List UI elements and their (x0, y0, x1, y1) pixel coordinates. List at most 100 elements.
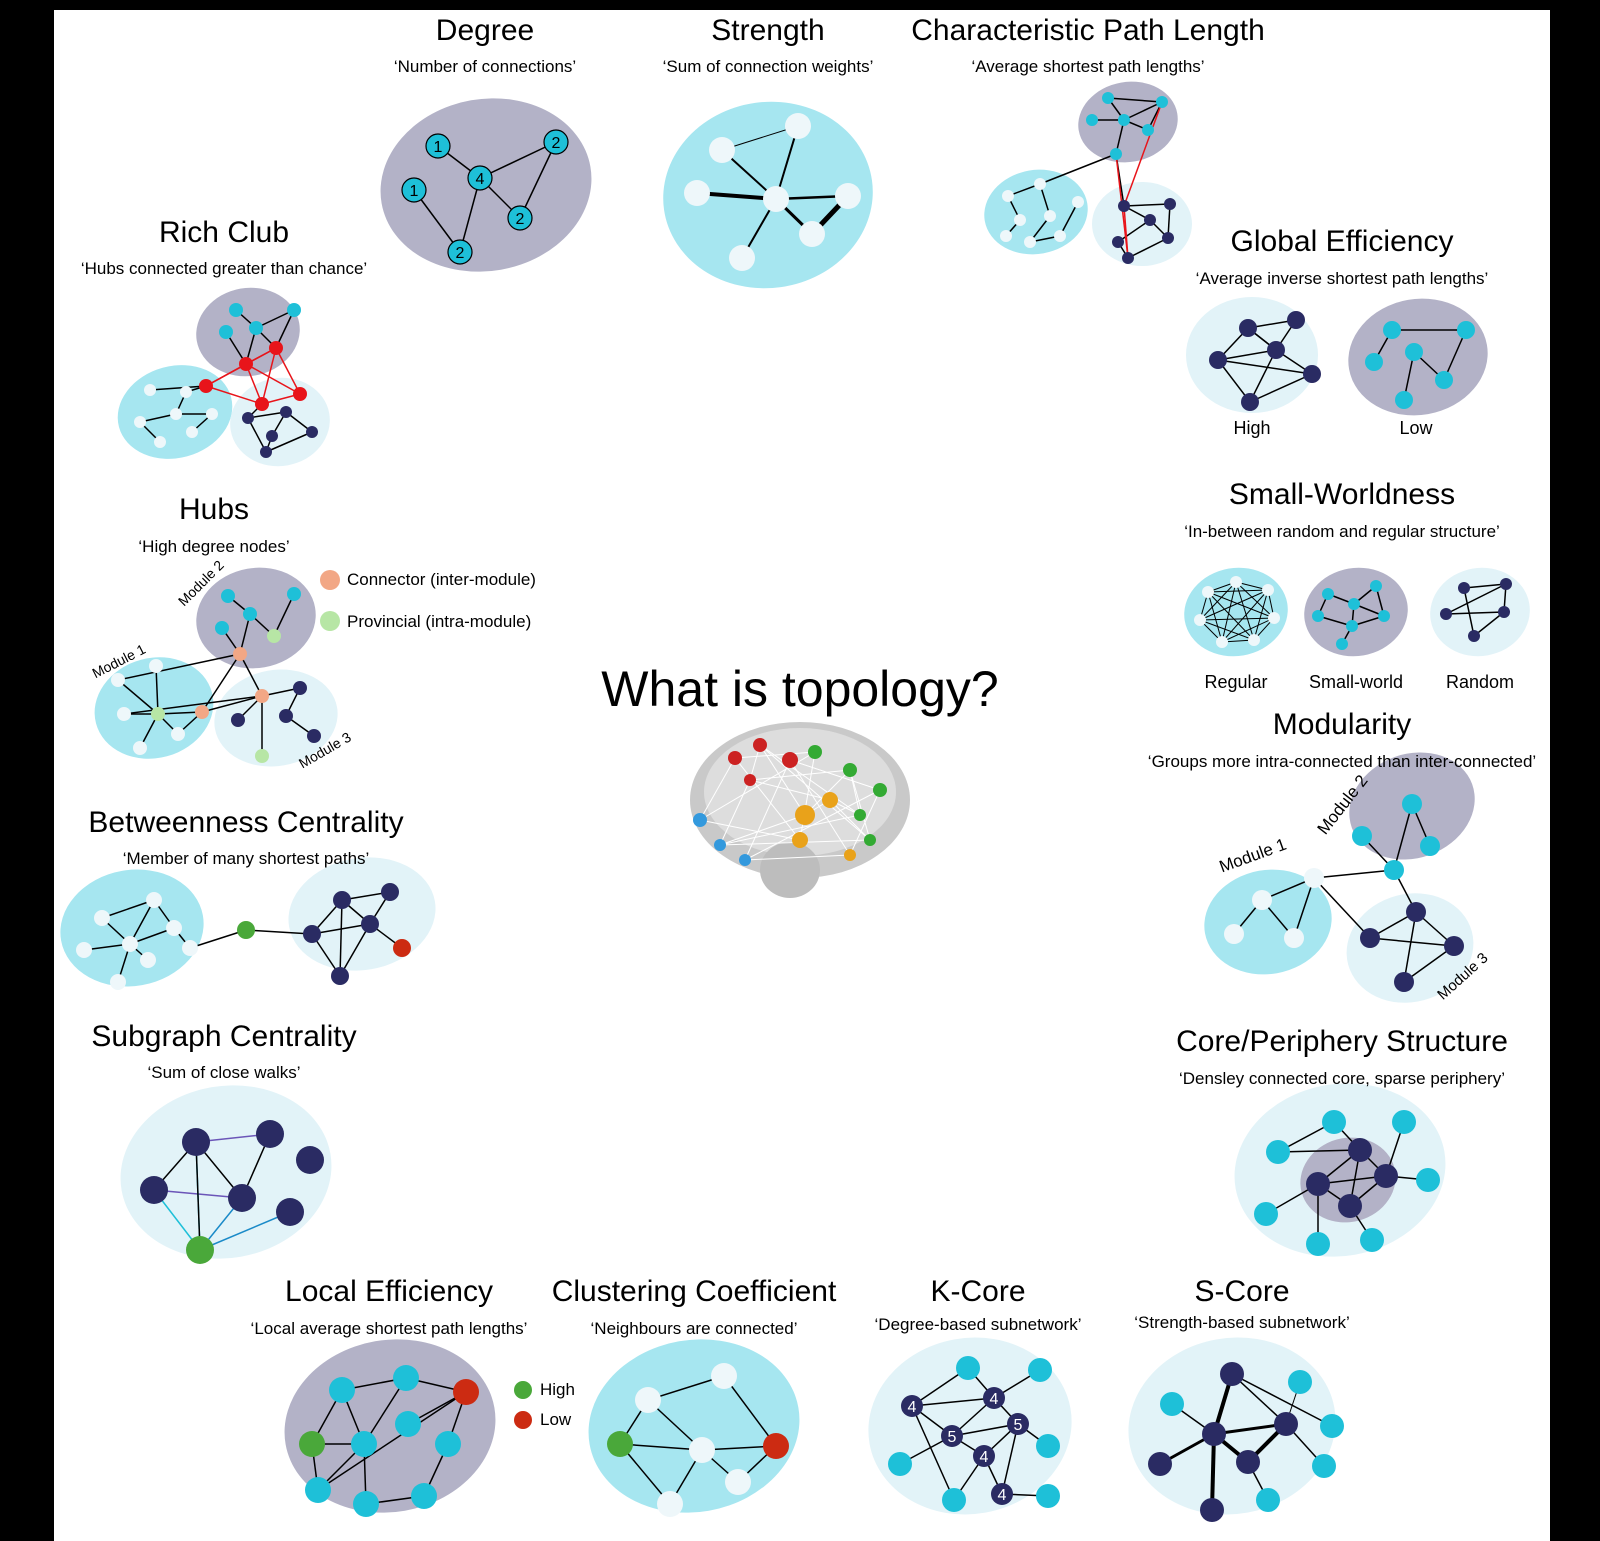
cc-edge (619, 1443, 703, 1451)
le-legend-low-swatch (514, 1411, 532, 1429)
le-node (411, 1483, 437, 1509)
cpl-node (1014, 214, 1026, 226)
k-core-edge (911, 1405, 955, 1501)
s-core-node (1220, 1362, 1244, 1386)
rich-club-node (249, 321, 263, 335)
s-core-node (1256, 1488, 1280, 1512)
bc-node (303, 925, 321, 943)
strength-edge (696, 191, 777, 201)
strength-node (729, 245, 755, 271)
sw-small-world-node (1348, 598, 1360, 610)
mod-node (1352, 826, 1372, 846)
brain-node (822, 792, 838, 808)
le-edge (363, 1377, 407, 1445)
degree-edge (459, 177, 481, 253)
cc-node (635, 1387, 661, 1413)
hubs-legend-provincial-swatch (320, 611, 340, 631)
hubs-edge (157, 711, 203, 715)
mod-node (1402, 794, 1422, 814)
strength-node (763, 186, 789, 212)
degree-node (543, 129, 569, 155)
cpl-edge (1127, 237, 1169, 259)
strength-title: Strength (711, 14, 825, 47)
sw-regular-edge (1221, 617, 1275, 643)
brain-edge (719, 814, 861, 846)
sw-random-edge (1445, 611, 1505, 615)
bc-node (381, 883, 399, 901)
sw-random-node (1468, 630, 1480, 642)
subgraph-edge (195, 1141, 201, 1251)
rich-club-desc: ‘Hubs connected greater than chance’ (80, 259, 368, 278)
global-efficiency-desc: ‘Average inverse shortest path lengths’ (1195, 269, 1489, 288)
brain-edge (799, 751, 816, 841)
k-core-node (941, 1425, 963, 1447)
local-efficiency-title: Local Efficiency (285, 1275, 493, 1308)
ge-blob-high (1186, 297, 1318, 413)
s-core-blob (1128, 1337, 1336, 1515)
le-node (453, 1379, 479, 1405)
degree-node-label: 2 (516, 211, 525, 228)
cpl-node (1164, 198, 1176, 210)
bc-node (110, 974, 126, 990)
cc-edge (619, 1443, 671, 1505)
brain-edge (849, 789, 881, 856)
cpl-node (1102, 92, 1114, 104)
mod-node (1420, 836, 1440, 856)
le-legend-low: Low (540, 1410, 572, 1429)
cp-node (1306, 1172, 1330, 1196)
sw-regular-node (1202, 586, 1214, 598)
k-core-node (973, 1445, 995, 1467)
cpl-blob-left (984, 169, 1088, 255)
main-title: What is topology? (601, 661, 999, 717)
ge-high-node (1287, 311, 1305, 329)
sw-random-node (1498, 606, 1510, 618)
k-core-title: K-Core (930, 1275, 1026, 1308)
cc-node (725, 1469, 751, 1495)
rich-club-node (170, 408, 182, 420)
cpl-node (1142, 124, 1154, 136)
hubs-legend-provincial: Provincial (intra-module) (347, 612, 532, 631)
s-core-node (1148, 1452, 1172, 1476)
hubs-node (171, 727, 185, 741)
hubs-edge (117, 653, 241, 681)
rich-club-node (206, 408, 218, 420)
bc-node (182, 940, 198, 956)
brain-edge (789, 759, 881, 791)
le-blob (284, 1339, 496, 1513)
sw-small-world-node (1346, 620, 1358, 632)
cpl-edge (1123, 205, 1129, 259)
k-core-node (888, 1452, 912, 1476)
hubs-edge (117, 679, 159, 715)
cc-edge (723, 1375, 777, 1447)
local-efficiency-desc: ‘Local average shortest path lengths’ (250, 1319, 528, 1338)
k-core-node-label: 4 (980, 1449, 989, 1466)
brain-edge (759, 744, 871, 841)
cpl-edge (1107, 97, 1163, 103)
k-core-node-label: 5 (1014, 1417, 1023, 1434)
s-core-node (1320, 1414, 1344, 1438)
mod-edge (1403, 945, 1455, 983)
bc-edge (129, 899, 155, 945)
cp-node (1254, 1202, 1278, 1226)
le-legend-high: High (540, 1380, 575, 1399)
betweenness-title: Betweenness Centrality (88, 806, 404, 839)
k-core-node (1036, 1484, 1060, 1508)
brain-brainstem (760, 842, 820, 898)
rich-club-edge (275, 347, 301, 395)
cpl-edge (1059, 201, 1079, 237)
degree-node-label: 1 (434, 139, 443, 156)
k-core-node-label: 5 (948, 1429, 957, 1446)
hubs-node (243, 607, 257, 621)
cpl-title: Characteristic Path Length (911, 14, 1265, 47)
brain-edge (734, 757, 801, 841)
cpl-node (1086, 114, 1098, 126)
hubs-node (151, 707, 165, 721)
hubs-blob-module-3 (214, 669, 338, 767)
cp-node (1306, 1232, 1330, 1256)
ge-low-edge (1443, 329, 1467, 381)
cp-node (1266, 1140, 1290, 1164)
hubs-node (221, 589, 235, 603)
mod-edge (1403, 911, 1417, 983)
mod-edge (1313, 869, 1395, 879)
brain-edge (749, 779, 831, 801)
